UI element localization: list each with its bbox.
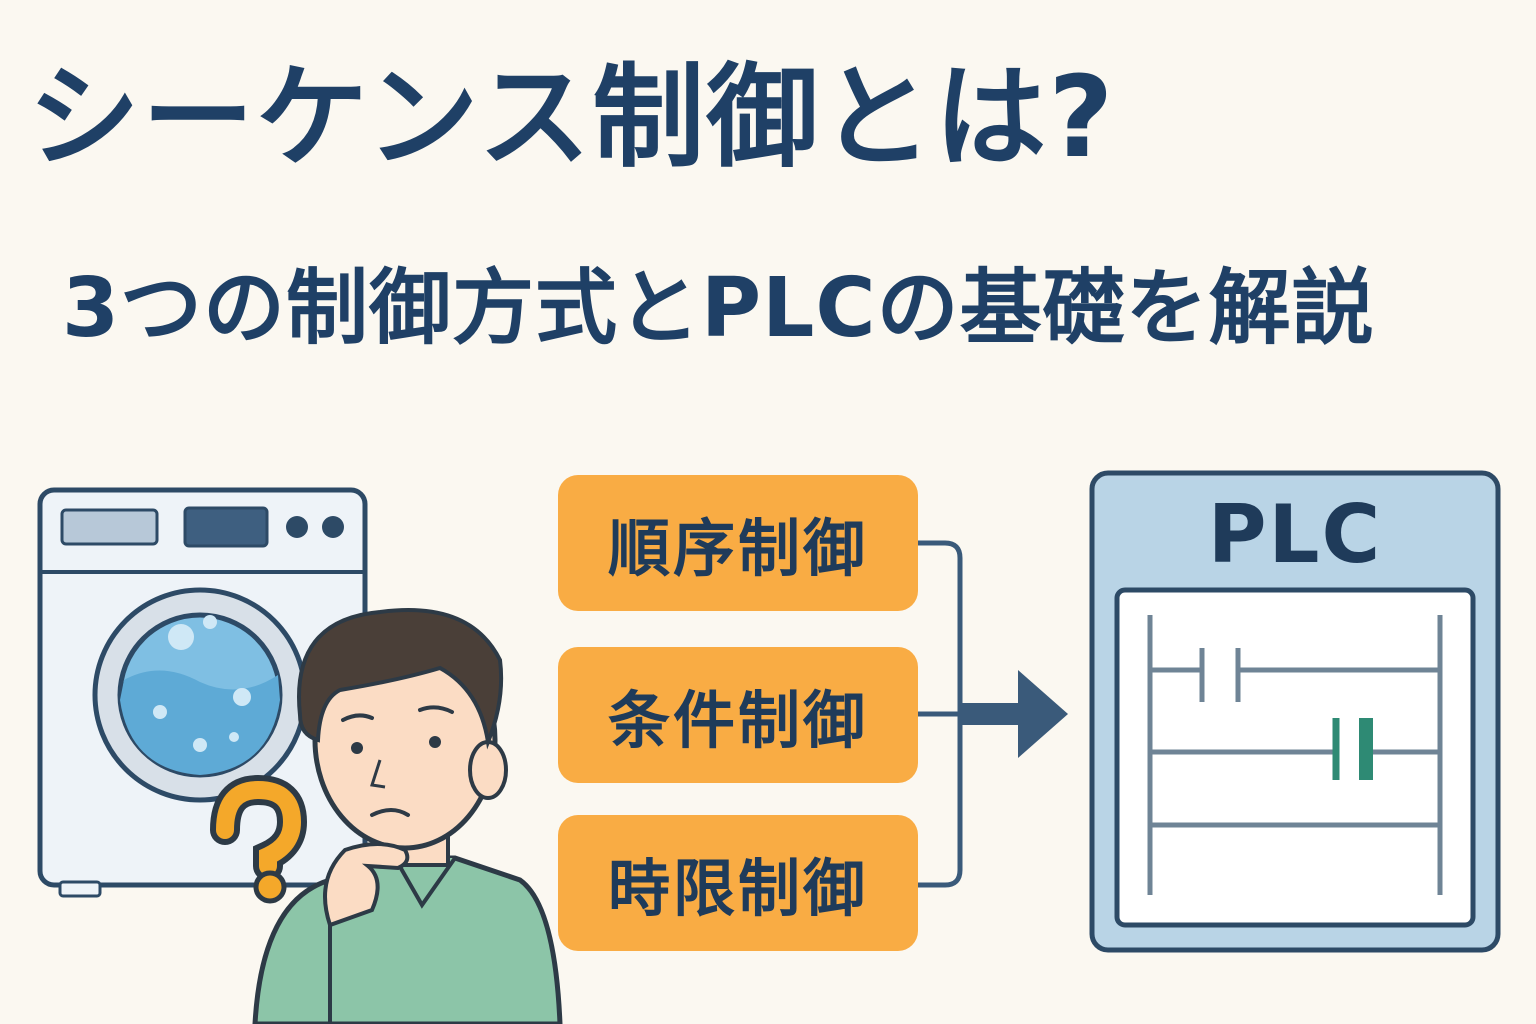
- washing-machine-icon: [37, 487, 368, 898]
- question-mark-icon: [210, 774, 308, 904]
- thinking-person-icon: [252, 608, 563, 1024]
- method-box-sequential: 順序制御: [558, 475, 918, 611]
- plc-label: PLC: [1207, 488, 1383, 581]
- arrow-right-icon: [1018, 670, 1068, 758]
- method-box-conditional: 条件制御: [558, 647, 918, 783]
- method-label: 順序制御: [607, 512, 868, 585]
- page-title: シーケンス制御とは?: [28, 53, 1116, 183]
- ladder-diagram-icon: [1147, 615, 1443, 895]
- plc-panel: [1089, 470, 1501, 953]
- method-label: 条件制御: [607, 684, 868, 757]
- connector-lines: [918, 540, 1022, 888]
- method-label: 時限制御: [607, 852, 868, 925]
- page-subtitle: 3つの制御方式とPLCの基礎を解説: [62, 261, 1375, 356]
- method-box-timed: 時限制御: [558, 815, 918, 951]
